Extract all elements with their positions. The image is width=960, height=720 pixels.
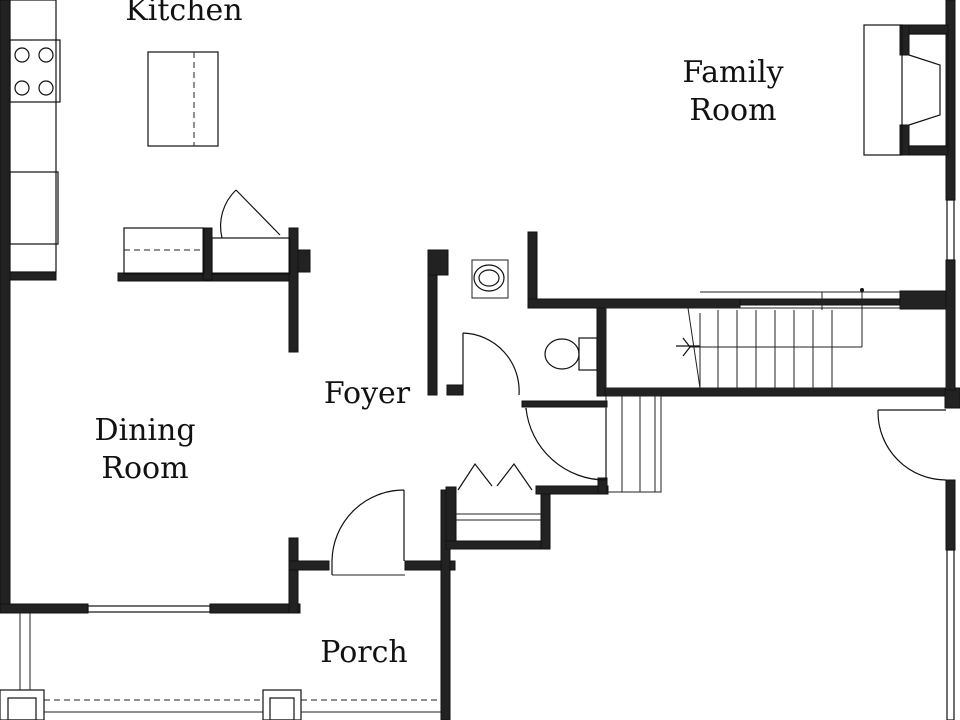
kitchen-island xyxy=(147,51,219,147)
stairs xyxy=(605,288,947,493)
sink-icon xyxy=(473,264,505,292)
family-room-label-line2: Room xyxy=(689,93,776,128)
kitchen-fixtures xyxy=(9,0,291,275)
fireplace xyxy=(863,24,949,156)
foyer-label: Foyer xyxy=(324,376,411,411)
porch-label: Porch xyxy=(320,635,408,670)
dining-room-label-line2: Room xyxy=(101,451,188,486)
toilet-icon xyxy=(544,338,580,370)
powder-room-fixtures xyxy=(462,259,598,396)
porch xyxy=(19,613,441,713)
dining-room-label-line1: Dining xyxy=(94,413,195,448)
doors xyxy=(331,407,947,576)
family-room-label-line1: Family xyxy=(682,55,783,90)
room-labels: Kitchen Family Room Foyer Dining Room Po… xyxy=(94,0,783,670)
kitchen-label: Kitchen xyxy=(125,0,242,28)
